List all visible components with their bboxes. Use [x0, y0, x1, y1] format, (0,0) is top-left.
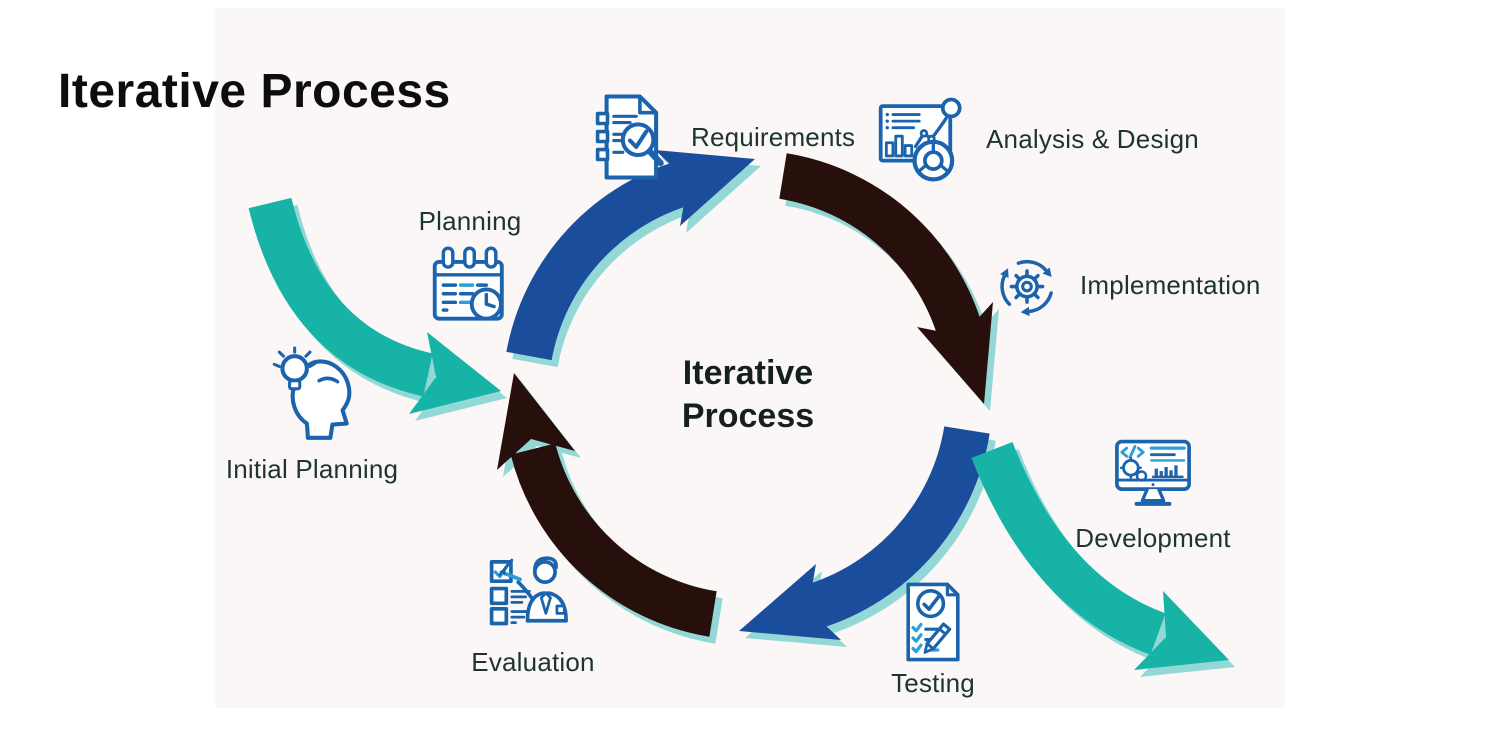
cycle-arc-bottom-left — [497, 373, 718, 637]
calendar-clock-icon — [432, 246, 504, 321]
node-testing: Testing — [858, 582, 1008, 699]
cycle-center-line2: Process — [681, 397, 815, 435]
cycle-arc-bottom-right — [739, 425, 990, 640]
analytics-dashboard-icon — [878, 97, 962, 182]
implementation-label: Implementation — [1080, 269, 1261, 300]
cycle-arc-top-right — [778, 153, 993, 404]
person-checklist-icon — [489, 556, 568, 626]
gear-cycle-icon — [1000, 259, 1053, 317]
head-lightbulb-icon — [272, 346, 352, 440]
planning-label: Planning — [418, 206, 522, 236]
cycle-center-label: Iterative Process — [598, 352, 898, 438]
requirements-label: Requirements — [691, 121, 856, 152]
cycle-center-line1: Iterative — [682, 354, 814, 392]
node-analysis-design: Analysis & Design — [876, 92, 1199, 186]
analysis-design-label: Analysis & Design — [986, 123, 1199, 154]
monitor-code-icon — [1115, 439, 1191, 506]
exit-arrow — [971, 441, 1229, 670]
node-development: Development — [1075, 435, 1231, 554]
node-planning: Planning — [395, 206, 545, 329]
checklist-pencil-icon — [906, 582, 960, 662]
node-initial-planning: Initial Planning — [226, 346, 398, 485]
entry-arrow — [248, 197, 501, 414]
node-implementation: Implementation — [988, 246, 1261, 324]
development-label: Development — [1075, 523, 1231, 553]
cycle-arc-top-left — [506, 150, 755, 361]
page-title: Iterative Process — [58, 65, 451, 118]
evaluation-label: Evaluation — [471, 647, 595, 677]
node-requirements: Requirements — [585, 92, 855, 182]
initial-planning-label: Initial Planning — [225, 454, 399, 484]
node-evaluation: Evaluation — [458, 549, 608, 678]
document-checklist-magnifier-icon — [595, 94, 664, 180]
testing-label: Testing — [891, 668, 975, 698]
